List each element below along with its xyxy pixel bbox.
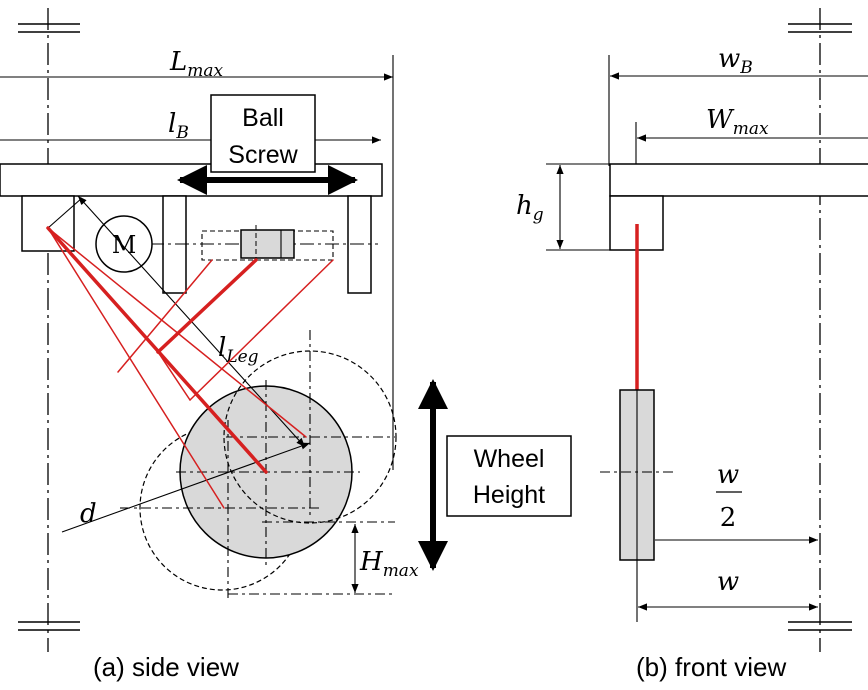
front-bottom-break-symbol <box>788 621 852 631</box>
diameter-label: d <box>80 499 97 529</box>
ball-screw-label-line2: Screw <box>228 141 298 169</box>
side-top-break-symbol <box>18 23 80 33</box>
leg-linkage <box>46 226 334 509</box>
ball-screw-label-line1: Ball <box>242 104 284 132</box>
front-view: wB Wmax hg w 2 w (b) front view <box>516 8 868 682</box>
wheel-height-label-line2: Height <box>473 481 545 509</box>
lleg-extension-line <box>47 197 83 229</box>
lleg-label: lLeg <box>218 333 259 367</box>
lb-label: lB <box>168 109 189 143</box>
width-label: w <box>717 567 739 597</box>
wmax-label: Wmax <box>706 105 769 139</box>
half-width-denominator: 2 <box>720 503 737 533</box>
front-main-beam <box>609 163 868 197</box>
front-top-break-symbol <box>788 23 852 33</box>
ball-screw-box <box>210 94 316 173</box>
wb-label: wB <box>718 44 753 78</box>
motor-label: M <box>112 231 137 259</box>
wheel-height-box <box>446 435 572 517</box>
side-view: Lmax lB Ball Screw M <box>0 8 572 682</box>
hmax-label: Hmax <box>359 547 419 581</box>
side-bottom-break-symbol <box>18 621 80 631</box>
hg-label: hg <box>516 191 544 225</box>
wheel-height-label-line1: Wheel <box>474 445 545 473</box>
side-view-caption: (a) side view <box>93 652 239 682</box>
diameter-line <box>61 442 311 533</box>
half-width-numerator: w <box>717 460 739 490</box>
front-view-caption: (b) front view <box>636 652 786 682</box>
lmax-label: Lmax <box>169 47 224 81</box>
ball-screw-nut <box>240 229 295 259</box>
